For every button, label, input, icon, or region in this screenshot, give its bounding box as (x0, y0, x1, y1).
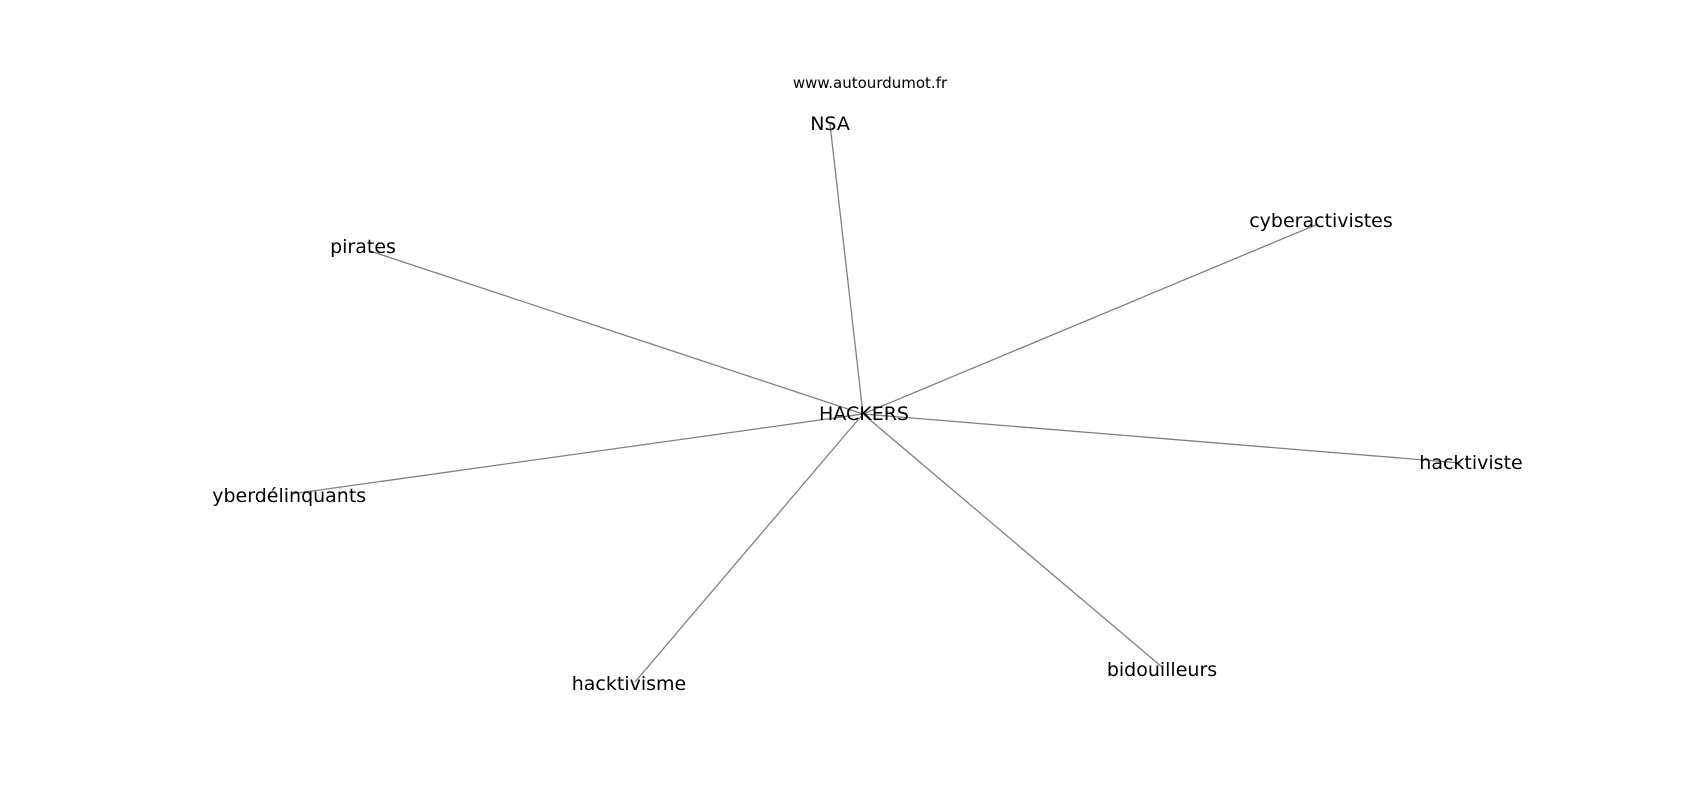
word-node-label: cyberdélinquants (202, 485, 366, 507)
source-url-label: www.autourdumot.fr (793, 74, 948, 92)
edge-1 (862, 223, 1319, 415)
edge-5 (634, 413, 864, 683)
edge-4 (290, 413, 864, 495)
edge-6 (862, 413, 1163, 668)
word-node-label: cyberactivistes (1249, 210, 1393, 232)
edge-2 (369, 250, 864, 415)
word-node-label: hacktivisme (572, 673, 686, 695)
edge-3 (862, 413, 1462, 464)
center-node-label: HACKERS (819, 403, 909, 425)
edges-layer (290, 123, 1462, 683)
word-node-label: bidouilleurs (1107, 659, 1217, 681)
edge-0 (829, 123, 864, 415)
word-node-label: pirates (330, 236, 396, 258)
labels-layer: www.autourdumot.fr HACKERS NSA cyberactiv… (202, 74, 1523, 695)
word-node-label: hacktiviste (1419, 452, 1522, 474)
word-node-label: NSA (810, 113, 850, 135)
